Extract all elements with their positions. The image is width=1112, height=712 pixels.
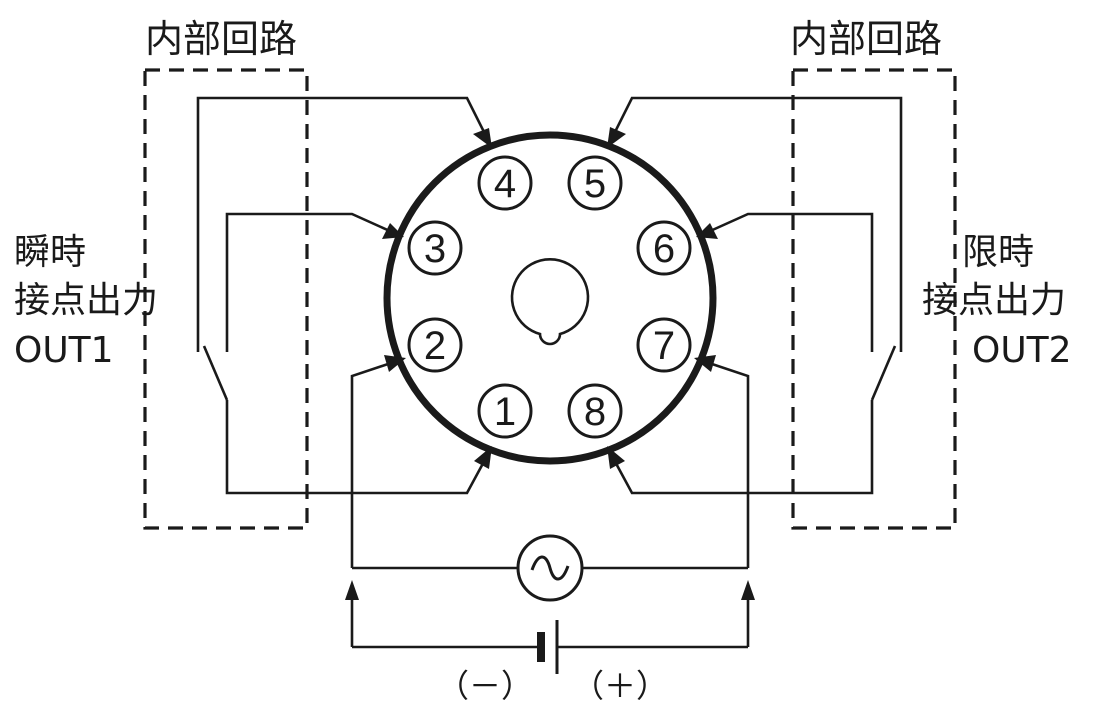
pin-label: 2 — [424, 324, 446, 368]
out2-label-line3: OUT2 — [972, 330, 1072, 371]
pin-8: 8 — [567, 383, 623, 439]
pin-label: 4 — [494, 162, 516, 206]
pin-1: 1 — [477, 383, 533, 439]
minus-polarity-label: （－） — [437, 667, 533, 705]
internal-circuit-label-left: 内部回路 — [145, 17, 297, 61]
pin-label: 8 — [584, 390, 606, 434]
power-supply-wiring — [345, 355, 755, 649]
out1-label-line3: OUT1 — [14, 330, 114, 371]
pin-3: 3 — [407, 220, 463, 276]
pin-5: 5 — [567, 155, 623, 211]
out1-contact-wiring — [196, 96, 492, 495]
pin-2: 2 — [407, 317, 463, 373]
socket-key — [510, 258, 590, 346]
battery-icon — [537, 620, 559, 674]
out1-label-line1: 瞬時 — [14, 232, 86, 273]
out2-label-line1: 限時 — [962, 232, 1034, 273]
pin-label: 1 — [494, 390, 516, 434]
out1-label-line2: 接点出力 — [14, 280, 158, 321]
ac-source-icon — [516, 534, 584, 602]
internal-circuit-box-right — [791, 68, 957, 530]
pin-label: 3 — [424, 227, 446, 271]
pin-label: 5 — [584, 162, 606, 206]
internal-circuit-label-right: 内部回路 — [790, 17, 942, 61]
pin-label: 7 — [653, 324, 675, 368]
out2-contact-wiring — [607, 96, 903, 495]
internal-circuit-box-left — [143, 68, 309, 530]
pin-4: 4 — [477, 155, 533, 211]
pin-label: 6 — [653, 227, 675, 271]
plus-polarity-label: （＋） — [572, 667, 668, 705]
pin-6: 6 — [636, 220, 692, 276]
out2-label-line2: 接点出力 — [922, 280, 1066, 321]
pin-7: 7 — [636, 317, 692, 373]
